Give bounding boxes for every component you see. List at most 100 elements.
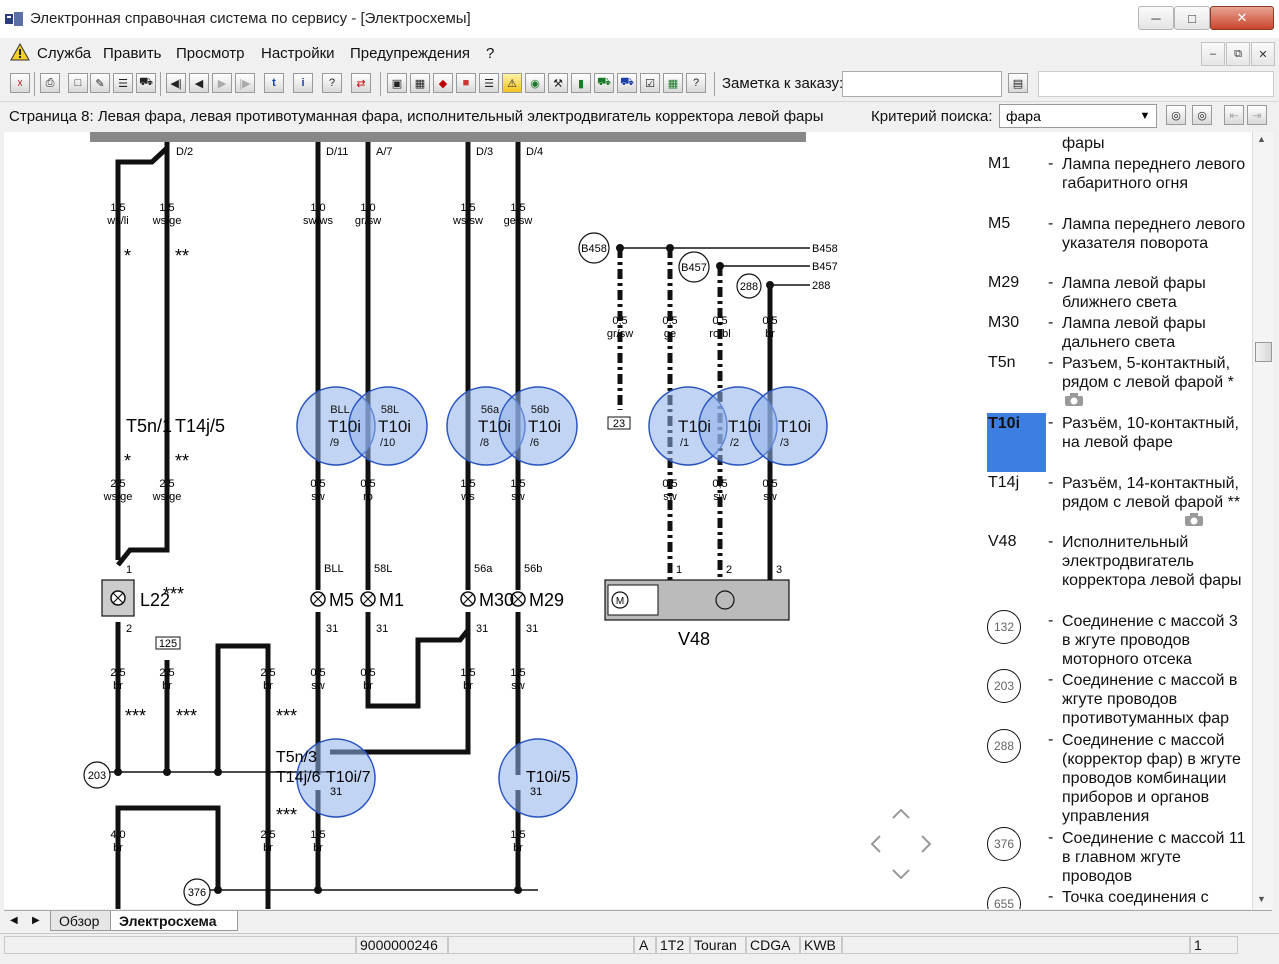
mdi-restore-button[interactable]: ⧉ [1226,42,1250,66]
menu-settings[interactable]: Настройки [261,45,335,62]
legend-ground-655[interactable]: 655 [987,887,1021,909]
connector-t10i: T10i [728,417,761,436]
legend-desc: Точка соединения с [1062,889,1209,906]
help-icon: ? [328,77,336,89]
legend-ground-288[interactable]: 288 [987,729,1021,763]
wire-color: sw [663,491,677,503]
tab-scroll-right[interactable]: ▶ [32,911,40,930]
tab-wiring[interactable]: Электросхема [110,911,238,931]
last-page-button[interactable]: |▶ [235,73,255,93]
v48-pin: 2 [726,564,732,576]
help-button[interactable]: ? [322,73,342,93]
legend-code[interactable]: M30 [988,314,1020,331]
conn-a7: A/7 [376,146,393,158]
minimize-button[interactable]: ─ [1138,6,1174,30]
legend-ground-203[interactable]: 203 [987,669,1021,703]
tools-button[interactable]: ⚒ [548,73,568,93]
connector-t10i: T10i [378,417,411,436]
wire-size: 0,5 [662,478,677,490]
wire-color: br [162,680,172,692]
mdi-close-button[interactable]: ✕ [1251,42,1275,66]
wire-size: 0,5 [310,667,325,679]
swap-button[interactable]: ⇄ [351,73,371,93]
search-button[interactable]: ◎ [1166,105,1186,125]
vehicle-button[interactable]: ⛟ [136,73,156,93]
books-button[interactable]: ▦ [663,73,683,93]
text-button[interactable]: t [264,73,284,93]
menu-view[interactable]: Просмотр [176,45,245,62]
order-note-field[interactable] [842,71,1002,97]
first-page-button[interactable]: ◀| [166,73,186,93]
wire-color: br [513,842,523,854]
legend-code[interactable]: T14j [988,474,1020,491]
search-next-button[interactable]: ◎ [1192,105,1212,125]
legend-code[interactable]: M5 [988,215,1011,232]
legend-code[interactable]: M29 [988,274,1020,291]
binoculars-next-icon: ◎ [1197,109,1207,122]
toolbar-empty-field [1038,71,1274,97]
close-button[interactable]: ✕ [1210,6,1274,30]
vin-button[interactable]: ⛟ [617,73,637,93]
mark-star: ** [175,246,189,266]
legend-ground-132[interactable]: 132 [987,610,1021,644]
camera-icon[interactable] [1064,392,1084,407]
status-page: 1 [1190,936,1238,954]
notes-button[interactable]: ☰ [113,73,133,93]
wire-size: 0,5 [360,478,375,490]
scrollbar-thumb[interactable] [1255,342,1272,362]
printer-icon: ⎙ [45,76,55,89]
legend-code[interactable]: T5n [988,354,1016,371]
wire-size: 1,5 [310,829,325,841]
diagnostics-button[interactable]: ◆ [433,73,453,93]
menu-warnings[interactable]: Предупреждения [350,45,470,62]
next-page-button[interactable]: ▶ [212,73,232,93]
red-book-button[interactable]: ■ [456,73,476,93]
scroll-up-icon[interactable]: ▲ [1257,134,1266,144]
legend-code[interactable]: M1 [988,155,1011,172]
workshop-button[interactable]: ▦ [410,73,430,93]
maximize-button[interactable]: □ [1174,6,1210,30]
green-book-button[interactable]: ▮ [571,73,591,93]
legend-code[interactable]: V48 [988,533,1017,550]
info-button[interactable]: i [293,73,313,93]
menu-edit[interactable]: Править [103,45,162,62]
close-icon: ✕ [1236,10,1248,25]
wire-size: 1,0 [360,202,375,214]
prev-page-button[interactable]: ◀ [189,73,209,93]
exit-button[interactable]: ☓ [10,73,30,93]
new-button[interactable]: □ [68,73,88,93]
legend-scrollbar[interactable]: ▲ ▼ [1252,132,1273,909]
mark-star: * [124,451,131,471]
search-forward-button[interactable]: ⇥ [1247,105,1267,125]
list-button[interactable]: ☰ [479,73,499,93]
lamp-ground-pin: 31 [526,623,538,635]
search-field[interactable]: фара [999,104,1157,128]
checklist-button[interactable]: ☑ [640,73,660,93]
question-doc-button[interactable]: ? [686,73,706,93]
tab-overview[interactable]: Обзор [50,911,118,931]
books-icon: ▦ [667,77,679,90]
legend-ground-376[interactable]: 376 [987,827,1021,861]
mdi-minimize-button[interactable]: – [1201,42,1225,66]
minimize-icon: ─ [1151,10,1161,26]
car-green-button[interactable]: ⛟ [594,73,614,93]
print-button[interactable]: ⎙ [40,73,60,93]
legend-code-selected[interactable]: T10i [988,415,1021,432]
repair-guide-button[interactable]: ▣ [387,73,407,93]
camera-icon[interactable] [1184,512,1204,527]
menu-service[interactable]: Служба [37,45,92,62]
lamp-pin: 56b [524,563,542,575]
scroll-down-icon[interactable]: ▼ [1257,894,1266,904]
globe-button[interactable]: ◉ [525,73,545,93]
menu-help[interactable]: ? [486,45,495,62]
search-prev-button[interactable]: ⇤ [1224,105,1244,125]
order-note-button[interactable]: ▤ [1008,73,1028,93]
warnings-button[interactable]: ⚠ [502,73,522,93]
search-dropdown-button[interactable]: ▼ [1135,105,1155,127]
wire-color: sw [311,680,325,692]
wire-size: 1,5 [510,829,525,841]
edit-doc-button[interactable]: ✎ [90,73,110,93]
wiring-diagram[interactable]: D/2 D/11 A/7 D/3 D/4 1,5 ws/li 1,5 ws/ge… [4,132,976,909]
toolbar-separator [34,72,35,96]
tab-scroll-left[interactable]: ◀ [10,911,18,930]
